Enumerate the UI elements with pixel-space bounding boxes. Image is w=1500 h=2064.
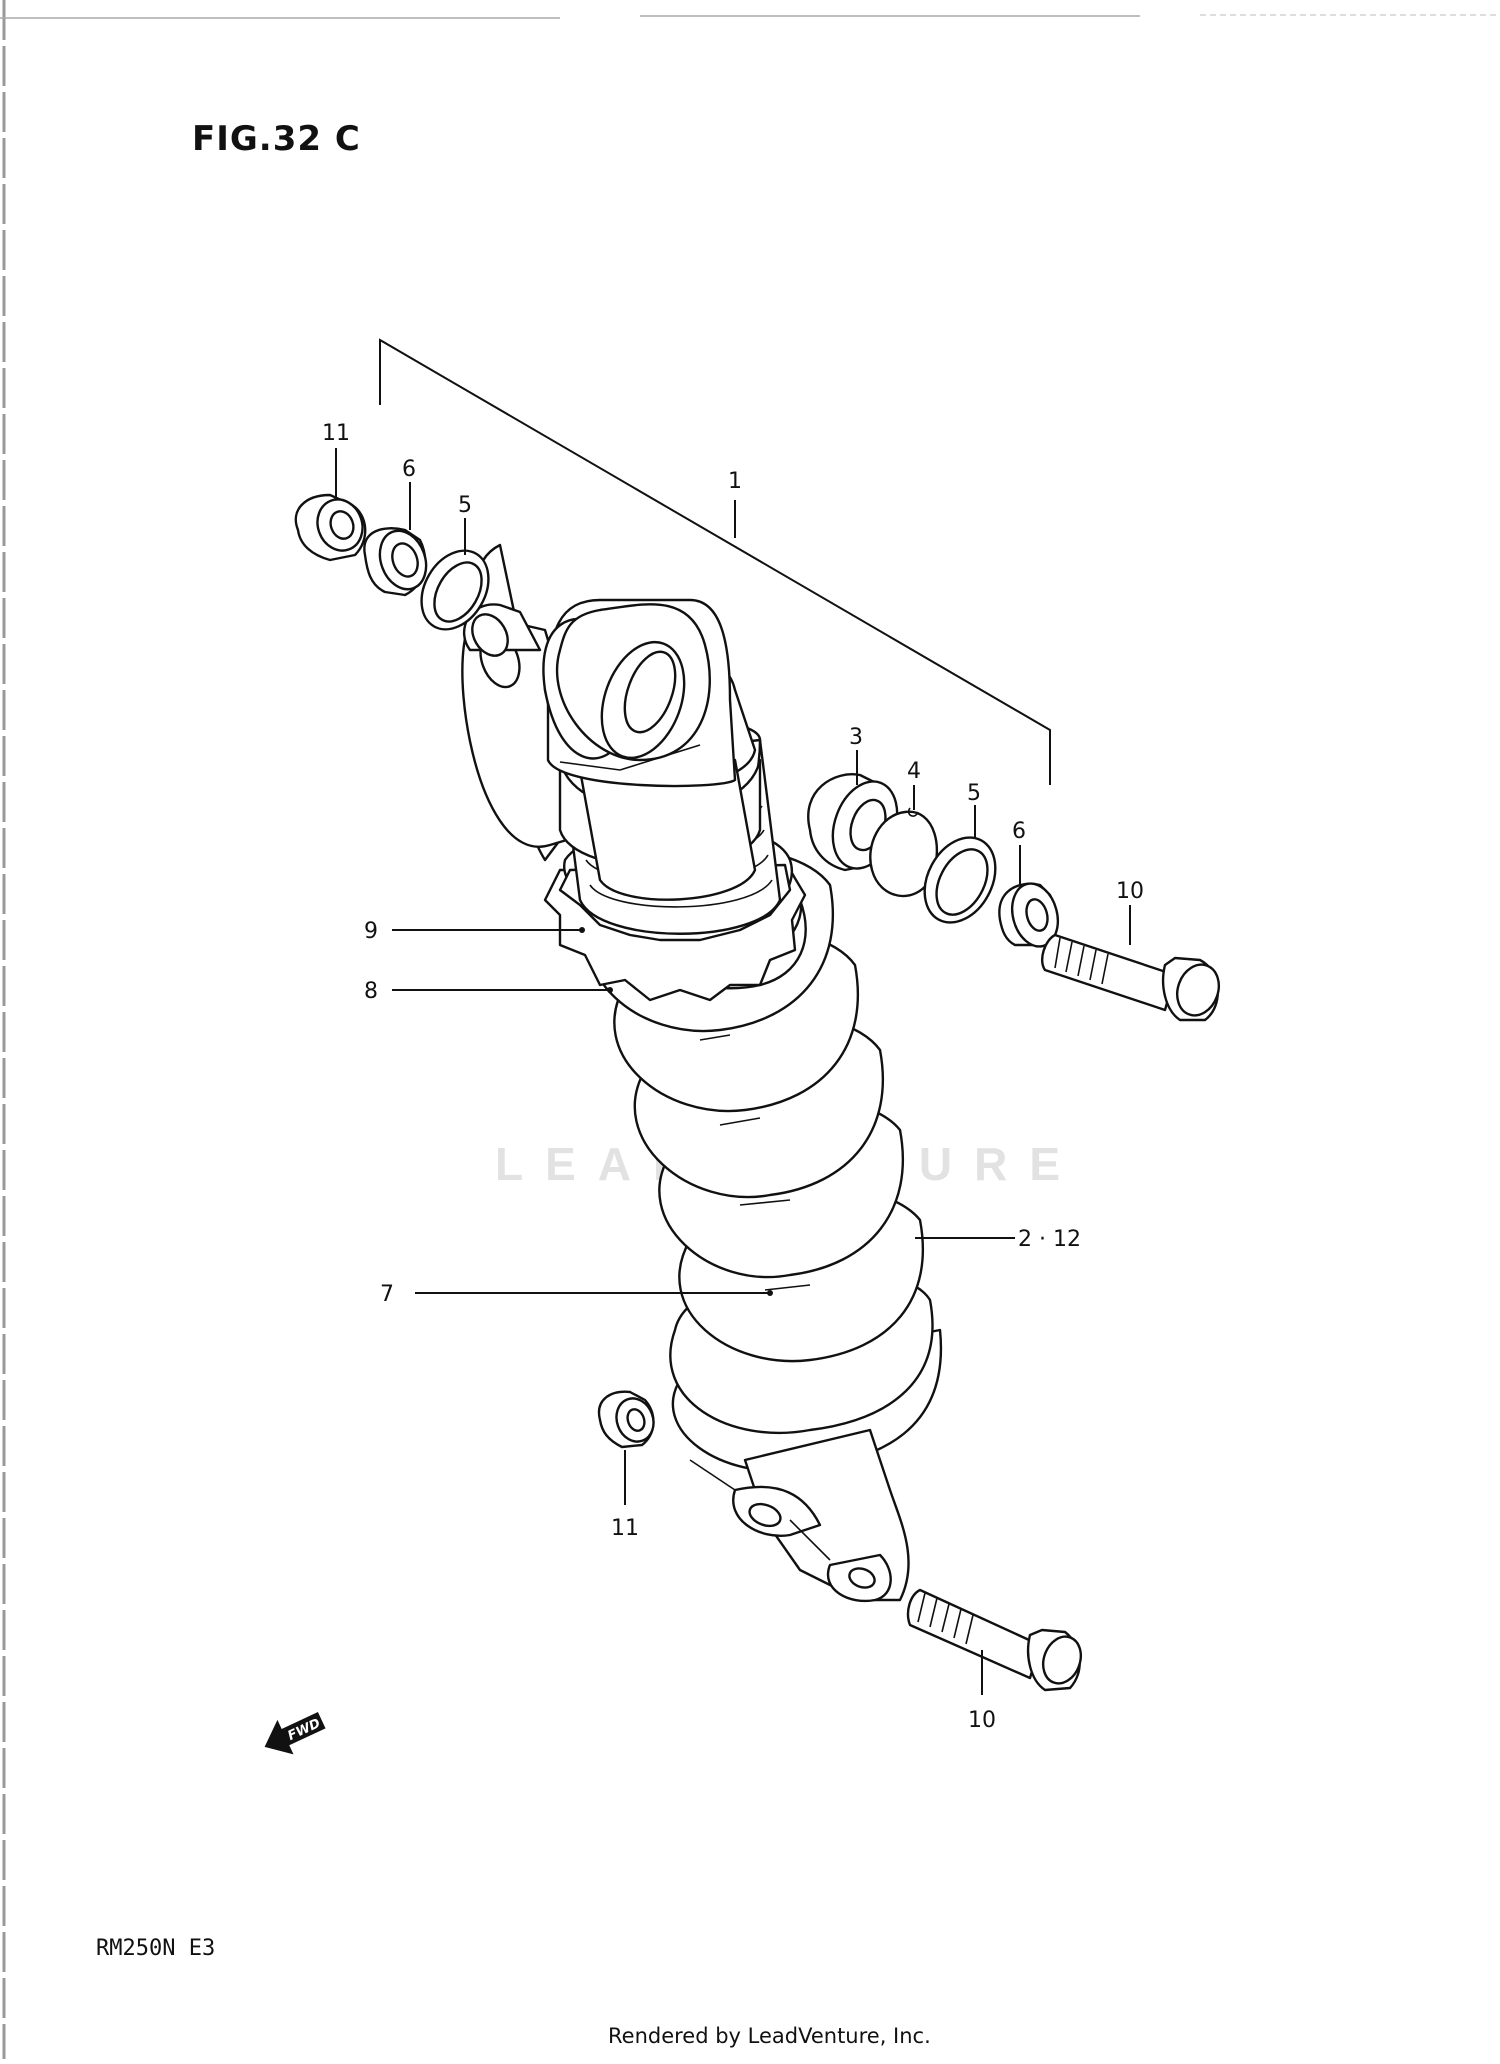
callout-3: 3	[849, 725, 863, 750]
fwd-arrow-icon: FWD	[264, 1712, 326, 1755]
lower-clevis-mount	[689, 1428, 910, 1603]
footer-credit: Rendered by LeadVenture, Inc.	[608, 2024, 931, 2048]
callout-6-right: 6	[1012, 819, 1026, 844]
callout-1: 1	[728, 469, 742, 494]
assembly-bracket	[379, 338, 1051, 785]
callout-6-upper: 6	[402, 457, 416, 482]
collar-6-right	[998, 882, 1060, 948]
bolt-10-upper	[1041, 933, 1220, 1022]
callout-11-upper: 11	[322, 421, 350, 446]
leader-lines	[335, 448, 1131, 1695]
callout-4: 4	[907, 759, 921, 784]
callout-7: 7	[380, 1282, 394, 1307]
circlip-4	[869, 807, 938, 898]
seal-5-upper	[420, 549, 490, 631]
callout-5-right: 5	[967, 781, 981, 806]
callout-10-lower: 10	[968, 1708, 996, 1733]
model-code: RM250N E3	[96, 1936, 215, 1961]
seal-5-right	[923, 836, 997, 924]
callout-8: 8	[364, 979, 378, 1004]
callout-9: 9	[364, 919, 378, 944]
rear-shock-absorber	[461, 543, 943, 1603]
callout-11-lower: 11	[611, 1516, 639, 1541]
bolt-10-lower	[906, 1588, 1083, 1692]
figure-title: FIG.32 C	[192, 119, 361, 159]
callout-5-upper: 5	[458, 493, 472, 518]
top-eye-mount	[542, 598, 737, 788]
nut-11-lower	[597, 1390, 655, 1449]
nut-11-upper	[294, 493, 367, 562]
callout-labels: 11 6 5 1 3 4 5 6 10 9 8 2 · 12 7 11 10	[322, 421, 1144, 1733]
collar-6-upper	[363, 527, 428, 597]
callout-10-upper: 10	[1116, 879, 1144, 904]
callout-2-12: 2 · 12	[1018, 1227, 1081, 1252]
